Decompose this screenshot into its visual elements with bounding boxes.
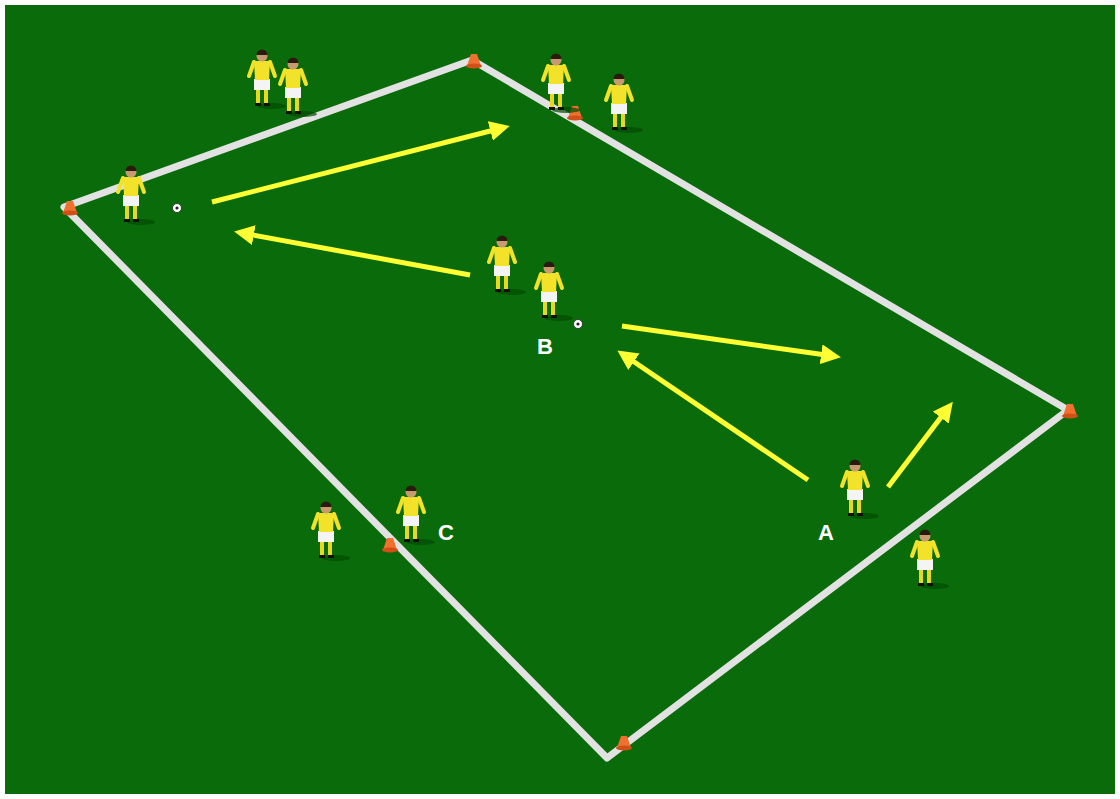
cone [466,54,482,69]
pass-arrow [212,128,502,202]
ball [173,204,182,213]
ball [574,320,583,329]
cone [1062,404,1078,419]
area-outline [64,60,1068,758]
player [543,53,580,113]
player-label: B [537,336,553,358]
player [398,486,435,546]
pass-arrow [624,355,808,480]
pass-arrow [242,233,470,275]
player [842,460,879,520]
player [280,57,317,117]
player [313,502,350,562]
player [912,530,949,590]
player [606,74,643,134]
run-arrow [888,408,948,487]
player [536,262,573,322]
pitch-ground [5,5,1115,794]
cone [62,201,78,216]
player [118,166,155,226]
player-label: C [438,522,454,544]
cone [382,538,398,553]
player [489,236,526,296]
cone [616,736,632,751]
pass-arrow [622,326,833,356]
player-label: A [818,522,834,544]
